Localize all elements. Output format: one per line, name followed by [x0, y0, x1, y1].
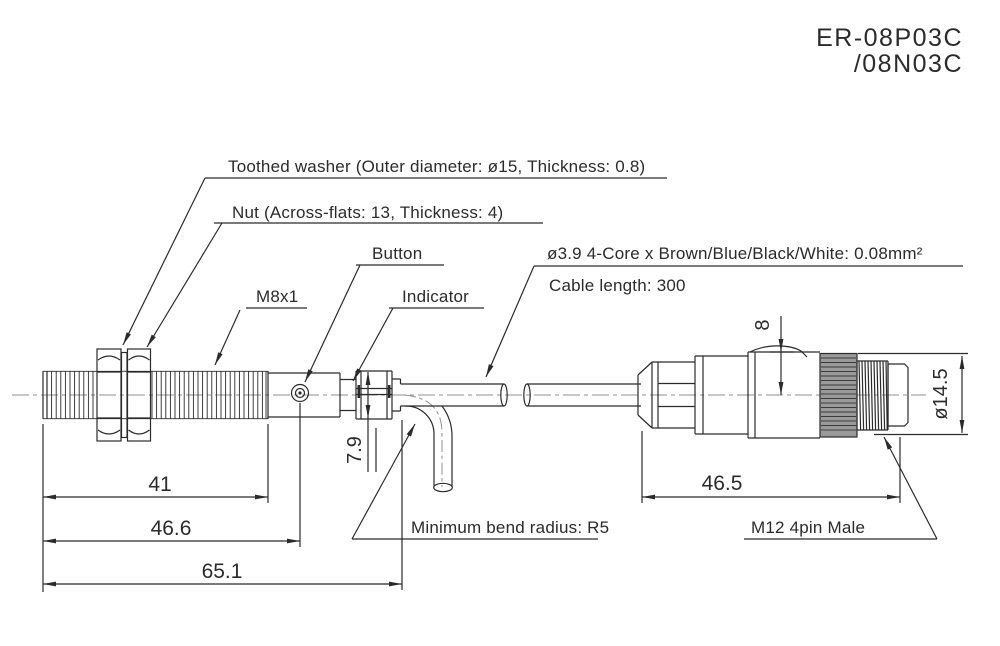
hex-nut-rear: [126, 348, 152, 442]
centerlines: [12, 394, 926, 487]
callout-min-bend-radius: Minimum bend radius: R5: [411, 518, 609, 537]
dim-rear-diameter: 7.9: [344, 436, 366, 464]
knurled-ring: [819, 352, 858, 438]
cable-gland: [392, 378, 402, 412]
bent-cable: [405, 405, 453, 493]
callout-nut: Nut (Across-flats: 13, Thickness: 4): [232, 203, 503, 222]
dim-connector-diameter: ø14.5: [930, 368, 952, 419]
connector-drawing: [637, 345, 909, 439]
callout-thread-spec: M8x1: [256, 287, 298, 306]
dimension-arrowheads: [43, 339, 965, 587]
cable-drawing: [400, 383, 641, 493]
dim-thread-length: 41: [148, 473, 171, 496]
connector-body-front: [694, 355, 748, 435]
callout-cable-length: Cable length: 300: [549, 276, 686, 295]
dim-connector-length: 46.5: [702, 472, 743, 495]
callout-button: Button: [372, 244, 422, 263]
strain-relief: [637, 361, 695, 429]
sensor-body-drawing: [42, 348, 402, 442]
indicator-ring: [355, 370, 393, 420]
callout-cable-spec: ø3.9 4-Core x Brown/Blue/Black/White: 0.…: [547, 244, 923, 263]
model-number-line2: /08N03C: [854, 50, 963, 78]
end-collar: [887, 363, 909, 427]
thread-hatching-left: [51, 371, 94, 419]
texts: ER-08P03C /08N03C Toothed washer (Outer …: [148, 24, 963, 583]
dim-overall-length: 65.1: [202, 560, 243, 583]
leader-lines: [122, 177, 963, 540]
dimension-lines: [42, 316, 968, 592]
callout-toothed-washer: Toothed washer (Outer diameter: ø15, Thi…: [228, 157, 645, 176]
smooth-body: [268, 372, 341, 418]
dim-to-button: 46.6: [151, 517, 192, 540]
extension-lines: [42, 316, 968, 592]
connector-body-rear: [747, 351, 820, 439]
model-number-line1: ER-08P03C: [816, 24, 963, 52]
thread-hatching-right: [151, 371, 267, 419]
dim-connector-offset: 8: [752, 319, 774, 330]
callout-indicator: Indicator: [402, 287, 469, 306]
bent-cable-centerline: [403, 394, 443, 487]
button-shape: [290, 383, 310, 403]
callout-connector-type: M12 4pin Male: [751, 518, 865, 537]
